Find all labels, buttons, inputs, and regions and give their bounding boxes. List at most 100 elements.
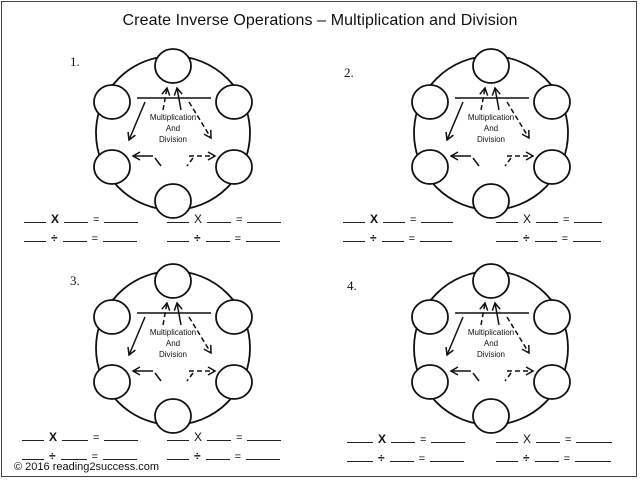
answer-blank[interactable] [62,231,87,242]
triangle-arrows [127,86,217,167]
solid-arrow-line [176,302,182,326]
answer-blank[interactable] [496,432,518,443]
problem-number-1: 1. [70,54,80,69]
equation-row: ÷ = [496,451,612,465]
dashed-arrow-line [162,302,168,326]
answer-blank[interactable] [24,231,46,242]
equals-symbol: = [563,453,571,465]
answer-blank[interactable] [536,212,559,223]
answer-blank[interactable] [420,231,453,242]
answer-blank[interactable] [389,451,414,462]
answer-blank[interactable] [24,212,46,223]
answer-blank[interactable] [343,212,365,223]
answer-blank[interactable] [391,432,416,443]
answer-blank[interactable] [496,212,518,223]
solid-arrow-line [494,302,500,326]
number-circle [154,398,192,434]
answer-blank[interactable] [64,212,89,223]
answer-blank[interactable] [383,212,406,223]
equation-row: X = [496,432,613,446]
equation-row: ÷ = [24,231,138,245]
answer-blank[interactable] [536,432,561,443]
equals-symbol: = [234,233,242,245]
answer-blank[interactable] [103,449,138,460]
answer-blank[interactable] [574,212,603,223]
answer-blank[interactable] [207,212,232,223]
answer-blank[interactable] [421,212,454,223]
divide-symbol: ÷ [523,231,530,245]
answer-blank[interactable] [381,231,404,242]
answer-blank[interactable] [22,430,44,441]
answer-blank[interactable] [62,430,89,441]
equation-row: X = [167,430,282,444]
arrowhead-icon [131,366,141,376]
answer-blank[interactable] [104,212,139,223]
answer-blank[interactable] [347,451,373,462]
problem-number-4: 4. [347,278,357,293]
solid-arrow-line [154,157,162,167]
answer-blank[interactable] [167,231,189,242]
times-symbol: X [378,432,387,446]
equals-symbol: = [561,233,569,245]
arrowhead-icon [203,129,212,140]
equation-row: ÷ = [167,449,281,463]
dashed-arrow-line [186,157,194,167]
center-label: Division [159,350,187,359]
answer-blank[interactable] [60,449,87,460]
dashed-arrow-line [506,101,530,139]
answer-blank[interactable] [22,449,44,460]
dashed-arrow-line [188,316,212,354]
answer-blank[interactable] [534,451,559,462]
center-label: And [484,339,498,348]
number-circle [154,263,192,299]
number-circle [154,48,192,84]
divide-symbol: ÷ [370,231,377,245]
answer-blank[interactable] [104,430,139,441]
center-label: And [484,124,498,133]
answer-blank[interactable] [575,451,612,462]
answer-blank[interactable] [576,432,613,443]
answer-blank[interactable] [496,231,518,242]
answer-blank[interactable] [430,451,465,462]
answer-blank[interactable] [167,449,189,460]
equals-symbol: = [236,432,243,444]
answer-blank[interactable] [103,231,138,242]
center-label: Division [477,135,505,144]
equals-symbol: = [563,214,570,226]
equation-row: ÷ = [343,231,453,245]
equals-symbol: = [91,233,99,245]
answer-blank[interactable] [205,231,230,242]
answer-blank[interactable] [534,231,557,242]
number-circle [93,84,131,120]
arrowhead-icon [161,301,171,311]
times-symbol: X [49,430,58,444]
arrowhead-icon [161,86,171,96]
answer-blank[interactable] [167,430,189,441]
answer-blank[interactable] [343,231,365,242]
center-label: Multiplication [150,113,196,122]
answer-blank[interactable] [246,231,281,242]
answer-blank[interactable] [247,430,282,441]
answer-blank[interactable] [246,449,281,460]
answer-blank[interactable] [167,212,189,223]
equation-row: ÷ = [22,449,138,463]
answer-blank[interactable] [431,432,466,443]
answer-blank[interactable] [247,212,282,223]
number-circle [472,263,510,299]
times-symbol: X [194,212,203,226]
number-circle [215,149,253,185]
number-circle [411,149,449,185]
arrowhead-icon [479,301,489,311]
answer-blank[interactable] [347,432,373,443]
equals-symbol: = [93,214,100,226]
answer-blank[interactable] [573,231,602,242]
answer-blank[interactable] [496,451,518,462]
solid-arrow-line [446,316,464,356]
answer-blank[interactable] [205,449,230,460]
number-circle [154,183,192,219]
number-circle [215,364,253,400]
answer-blank[interactable] [207,430,232,441]
